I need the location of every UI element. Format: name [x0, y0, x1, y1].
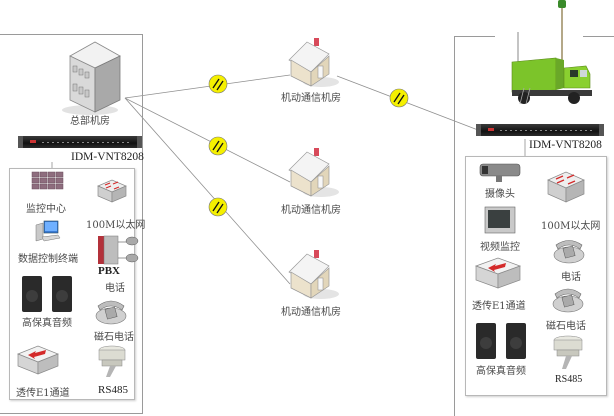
wireless-link-icon — [208, 74, 228, 94]
hq-service-label: 高保真音频 — [22, 318, 72, 329]
monitor-icon — [484, 206, 516, 234]
switch-icon — [547, 171, 585, 203]
hq-building-icon — [62, 41, 121, 115]
hq-device-model: IDM-VNT8208 — [71, 151, 144, 163]
remote-room-label: 机动通信机房 — [281, 93, 341, 104]
rs485-sensor-icon — [553, 335, 583, 369]
vehicle-service-label: 摄像头 — [485, 189, 515, 200]
link-hq-room2 — [124, 97, 291, 183]
vehicle-device-model: IDM-VNT8208 — [529, 139, 602, 151]
hq-service-label: 磁石电话 — [94, 332, 134, 343]
hq-service-label: 100M以太网 — [86, 220, 146, 231]
remote-room-icon[interactable] — [285, 248, 341, 300]
camera-icon — [479, 163, 521, 182]
vehicle-service-label: 透传E1通道 — [472, 301, 526, 312]
hq-service-label: RS485 — [98, 384, 128, 396]
hq-pbx-label: PBX — [98, 265, 120, 277]
wireless-link-icon — [208, 136, 228, 156]
switch-icon — [97, 179, 127, 203]
video-wall-icon — [31, 171, 64, 190]
wireless-link-icon — [208, 197, 228, 217]
vehicle-service-label: 电话 — [561, 272, 581, 283]
vehicle-service-label: RS485 — [555, 374, 583, 385]
hq-service-label: 透传E1通道 — [16, 388, 70, 399]
vehicle-service-label: 100M以太网 — [541, 221, 601, 232]
hq-service-label: 数据控制终端 — [18, 254, 78, 265]
remote-room-icon[interactable] — [285, 36, 341, 88]
hq-service-label: 电话 — [105, 283, 125, 294]
pbx-icon[interactable] — [96, 234, 142, 266]
vehicle-service-label: 视频监控 — [480, 242, 520, 253]
vehicle-service-label: 高保真音频 — [476, 366, 526, 377]
vehicle-frame-gap — [495, 33, 583, 39]
e1-router-icon — [474, 257, 522, 289]
link-hq-room1 — [124, 74, 291, 99]
remote-room-label: 机动通信机房 — [281, 205, 341, 216]
wireless-link-icon — [389, 88, 409, 108]
comm-vehicle-icon — [511, 0, 592, 105]
remote-room-label: 机动通信机房 — [281, 307, 341, 318]
link-hq-room3 — [124, 97, 291, 285]
magneto-phone-icon — [552, 288, 584, 313]
vehicle-device-rack[interactable] — [476, 124, 604, 136]
speakers-icon — [476, 323, 526, 359]
magneto-phone-icon — [95, 300, 127, 325]
computer-icon — [35, 220, 61, 242]
remote-room-icon[interactable] — [285, 146, 341, 198]
speakers-icon — [22, 276, 72, 312]
hq-service-label: 监控中心 — [26, 204, 66, 215]
phone-icon — [553, 240, 585, 264]
hq-device-rack[interactable] — [18, 136, 142, 148]
vehicle-service-label: 磁石电话 — [546, 321, 586, 332]
hq-building-label: 总部机房 — [70, 116, 110, 127]
e1-router-icon — [17, 345, 59, 375]
rs485-sensor-icon — [98, 345, 126, 377]
